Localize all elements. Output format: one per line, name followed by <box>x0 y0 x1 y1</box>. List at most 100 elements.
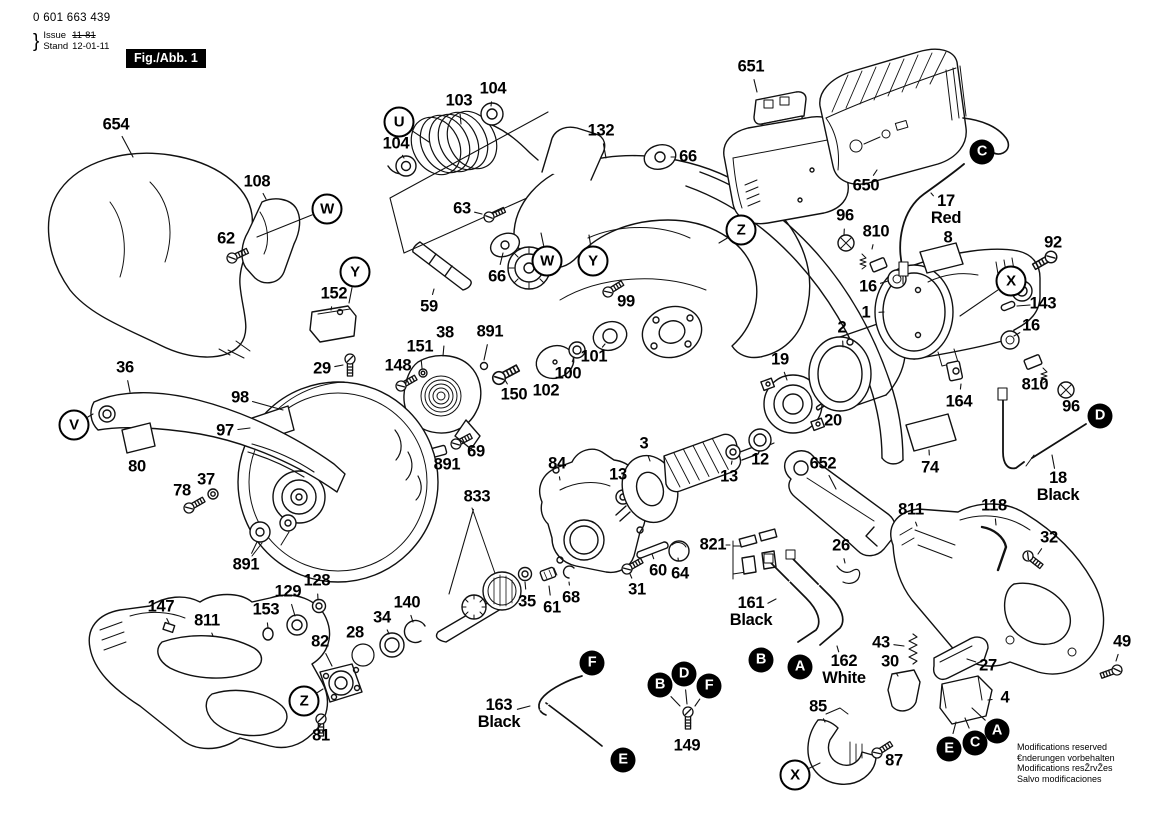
part-ref-68: 68 <box>562 588 580 607</box>
figure-number-badge: Fig./Abb. 1 <box>126 49 206 68</box>
part-ref-text: 821 <box>699 535 727 554</box>
part-ref-V: V <box>58 409 90 441</box>
part-ref-152: 152 <box>320 284 348 303</box>
part-ref-text: 31 <box>628 580 646 599</box>
part-ref-D: D <box>1087 403 1113 429</box>
switch-wires-art <box>538 549 844 747</box>
part-ref-text: 92 <box>1044 233 1062 252</box>
part-ref-26: 26 <box>832 537 850 555</box>
part-ref-text: 3 <box>639 434 649 453</box>
part-ref-text: 49 <box>1113 632 1131 651</box>
part-ref-text: 149 <box>673 736 701 755</box>
part-ref-text: F <box>704 677 714 694</box>
part-ref-C: C <box>969 139 995 165</box>
part-ref-text: 63 <box>453 199 471 218</box>
lead-wire-red-art <box>898 163 965 285</box>
part-ref-text: 143 <box>1029 294 1057 313</box>
part-ref-text: 66 <box>679 147 697 166</box>
part-ref-104: 104 <box>479 79 507 98</box>
part-ref-text: A <box>991 722 1003 739</box>
part-ref-text: 38 <box>436 323 454 342</box>
part-ref-text: X <box>790 766 800 784</box>
part-ref-Y: Y <box>339 256 371 288</box>
part-ref-text: 650 <box>852 176 880 195</box>
armature-art <box>615 428 775 524</box>
part-ref-19: 19 <box>771 350 789 369</box>
part-ref-96: 96 <box>836 206 854 225</box>
part-ref-8: 8 <box>944 229 953 247</box>
part-ref-810: 810 <box>863 223 890 241</box>
part-ref-text: 108 <box>243 172 271 191</box>
part-ref-text: 101 <box>580 347 608 366</box>
part-ref-97: 97 <box>216 421 234 440</box>
part-ref-text: 19 <box>771 350 789 369</box>
part-ref-text: 97 <box>216 421 234 440</box>
end-cap-art <box>807 707 895 785</box>
part-ref-74: 74 <box>921 459 939 477</box>
part-ref-text: E <box>944 740 954 757</box>
part-ref-129: 129 <box>275 583 302 601</box>
part-ref-147: 147 <box>148 598 175 616</box>
part-ref-text: 62 <box>217 229 235 248</box>
part-ref-821: 821 <box>699 535 727 554</box>
part-ref-38: 38 <box>436 323 454 342</box>
modifications-note: Modifications reserved€nderungen vorbeha… <box>1017 742 1115 784</box>
part-ref-B: B <box>748 647 774 673</box>
part-ref-36: 36 <box>116 359 134 377</box>
part-ref-text: 163 <box>485 696 513 715</box>
part-ref-text: 59 <box>420 297 438 316</box>
part-ref-34: 34 <box>373 609 391 627</box>
part-ref-subtext: Black <box>729 611 773 629</box>
part-ref-text: 30 <box>881 652 899 671</box>
right-housing-art <box>890 503 1125 682</box>
part-ref-text: 162 <box>830 652 858 671</box>
part-ref-text: A <box>794 658 806 675</box>
torsion-spring-art <box>387 102 613 254</box>
part-ref-E: E <box>936 736 962 762</box>
part-ref-text: 43 <box>872 633 890 652</box>
part-ref-text: 85 <box>809 697 827 716</box>
part-ref-text: B <box>654 676 666 693</box>
part-ref-652: 652 <box>809 454 837 473</box>
part-ref-text: Y <box>588 252 598 270</box>
part-ref-text: 32 <box>1040 528 1058 547</box>
part-ref-subtext: Black <box>1036 486 1080 504</box>
part-ref-text: 104 <box>479 79 507 98</box>
part-ref-891: 891 <box>477 323 504 341</box>
part-ref-text: F <box>587 654 597 671</box>
part-ref-82: 82 <box>311 633 329 651</box>
gear-housing-art <box>538 448 690 577</box>
part-ref-text: Z <box>299 692 309 710</box>
part-ref-text: 35 <box>518 592 536 611</box>
part-ref-text: 161 <box>737 594 765 613</box>
part-ref-text: 152 <box>320 284 348 303</box>
part-ref-16: 16 <box>1022 317 1040 335</box>
part-ref-text: C <box>976 143 988 160</box>
modifications-line-2: €nderungen vorbehalten <box>1017 752 1115 763</box>
lead-wire-black-art <box>997 387 1087 470</box>
part-ref-text: 18 <box>1049 469 1067 488</box>
part-ref-text: 4 <box>1000 688 1010 707</box>
part-ref-98: 98 <box>231 389 249 407</box>
part-ref-text: Z <box>736 221 746 239</box>
part-ref-text: 81 <box>312 726 330 745</box>
part-ref-text: W <box>540 252 554 270</box>
part-ref-text: 153 <box>252 600 280 619</box>
part-ref-E: E <box>610 747 636 773</box>
part-ref-text: 652 <box>809 454 837 473</box>
part-ref-text: D <box>678 665 690 682</box>
dust-bag-art <box>47 152 254 359</box>
part-ref-2: 2 <box>838 319 847 337</box>
part-ref-61: 61 <box>543 599 561 617</box>
part-ref-3: 3 <box>639 434 649 453</box>
part-ref-text: 811 <box>898 500 924 519</box>
part-ref-text: 68 <box>562 588 580 607</box>
part-ref-text: B <box>755 651 767 668</box>
part-ref-69: 69 <box>467 443 485 461</box>
part-ref-D: D <box>671 661 697 687</box>
part-ref-text: 96 <box>836 206 854 225</box>
